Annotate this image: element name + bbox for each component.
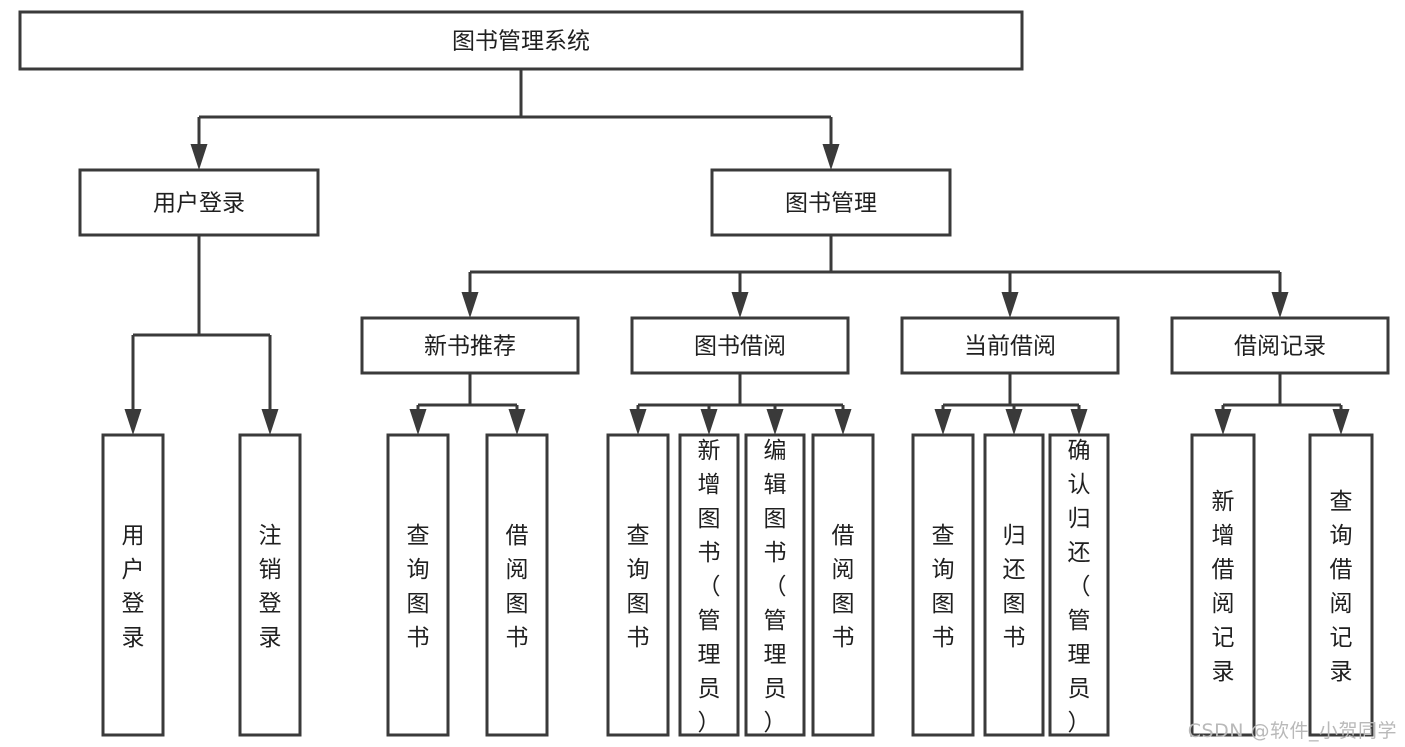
node-box-leaf-query-borrow-record[interactable] bbox=[1308, 433, 1374, 737]
node-user-login[interactable]: 用户登录 bbox=[78, 168, 320, 237]
arrow-head-icon bbox=[1001, 292, 1019, 318]
arrow-head-icon bbox=[261, 409, 279, 435]
node-label-book-management: 图书管理 bbox=[785, 191, 877, 217]
connector-group-book-borrow bbox=[629, 373, 852, 435]
node-label-new-book-recommend: 新书推荐 bbox=[424, 334, 516, 360]
node-book-management[interactable]: 图书管理 bbox=[710, 168, 952, 237]
node-leaf-query-book-3[interactable]: 查询图书 bbox=[911, 433, 975, 737]
node-label-leaf-return-book: 归还图书 bbox=[1003, 523, 1026, 651]
node-box-leaf-add-book[interactable] bbox=[678, 433, 740, 737]
node-leaf-user-login[interactable]: 用户登录 bbox=[101, 433, 165, 737]
connector-group-user-login bbox=[124, 235, 279, 435]
node-box-leaf-query-book-3[interactable] bbox=[911, 433, 975, 737]
node-label-leaf-edit-book: 编辑图书（管理员） bbox=[764, 438, 787, 736]
arrow-head-icon bbox=[1070, 409, 1088, 435]
node-box-leaf-user-login[interactable] bbox=[101, 433, 165, 737]
node-label-leaf-query-book-1: 查询图书 bbox=[407, 523, 430, 651]
node-box-leaf-add-borrow-record[interactable] bbox=[1190, 433, 1256, 737]
node-leaf-borrow-book-2[interactable]: 借阅图书 bbox=[811, 433, 875, 737]
arrow-head-icon bbox=[190, 144, 208, 170]
arrow-head-icon bbox=[1271, 292, 1289, 318]
node-box-leaf-return-book[interactable] bbox=[983, 433, 1045, 737]
arrow-head-icon bbox=[1214, 409, 1232, 435]
node-box-current-borrow[interactable] bbox=[900, 316, 1120, 375]
arrow-head-icon bbox=[766, 409, 784, 435]
connector-group-book-management bbox=[461, 235, 1289, 318]
node-leaf-query-book-1[interactable]: 查询图书 bbox=[386, 433, 450, 737]
arrow-head-icon bbox=[124, 409, 142, 435]
node-leaf-user-logout[interactable]: 注销登录 bbox=[238, 433, 302, 737]
arrow-head-icon bbox=[508, 409, 526, 435]
arrow-head-icon bbox=[409, 409, 427, 435]
arrow-head-icon bbox=[629, 409, 647, 435]
node-book-borrow[interactable]: 图书借阅 bbox=[630, 316, 850, 375]
node-new-book-recommend[interactable]: 新书推荐 bbox=[360, 316, 580, 375]
node-root[interactable]: 图书管理系统 bbox=[18, 10, 1024, 71]
arrow-head-icon bbox=[834, 409, 852, 435]
node-leaf-confirm-return[interactable]: 确认归还（管理员） bbox=[1048, 433, 1110, 737]
node-label-leaf-confirm-return: 确认归还（管理员） bbox=[1068, 438, 1091, 736]
node-borrow-record[interactable]: 借阅记录 bbox=[1170, 316, 1390, 375]
node-leaf-borrow-book-1[interactable]: 借阅图书 bbox=[485, 433, 549, 737]
node-label-borrow-record: 借阅记录 bbox=[1234, 334, 1326, 360]
arrow-head-icon bbox=[1005, 409, 1023, 435]
node-box-borrow-record[interactable] bbox=[1170, 316, 1390, 375]
node-box-book-management[interactable] bbox=[710, 168, 952, 237]
arrow-head-icon bbox=[700, 409, 718, 435]
node-box-leaf-query-book-2[interactable] bbox=[606, 433, 670, 737]
node-box-leaf-borrow-book-1[interactable] bbox=[485, 433, 549, 737]
node-leaf-add-book[interactable]: 新增图书（管理员） bbox=[678, 433, 740, 737]
node-label-leaf-borrow-book-1: 借阅图书 bbox=[506, 523, 529, 651]
node-label-leaf-borrow-book-2: 借阅图书 bbox=[832, 523, 855, 651]
watermark-label: CSDN @软件_小贺同学 bbox=[1187, 720, 1397, 742]
node-box-leaf-user-logout[interactable] bbox=[238, 433, 302, 737]
node-label-leaf-query-borrow-record: 查询借阅记录 bbox=[1330, 489, 1353, 685]
connector-layer bbox=[124, 69, 1350, 435]
node-box-leaf-query-book-1[interactable] bbox=[386, 433, 450, 737]
node-leaf-query-borrow-record[interactable]: 查询借阅记录 bbox=[1308, 433, 1374, 737]
connector-group-current-borrow bbox=[934, 373, 1088, 435]
node-box-leaf-borrow-book-2[interactable] bbox=[811, 433, 875, 737]
node-box-leaf-confirm-return[interactable] bbox=[1048, 433, 1110, 737]
node-layer: 图书管理系统用户登录图书管理新书推荐图书借阅当前借阅借阅记录用户登录注销登录查询… bbox=[18, 10, 1390, 737]
node-label-leaf-query-book-3: 查询图书 bbox=[932, 523, 955, 651]
connector-group-new-book-recommend bbox=[409, 373, 526, 435]
connector-group-borrow-record bbox=[1214, 373, 1350, 435]
node-box-root[interactable] bbox=[18, 10, 1024, 71]
arrow-head-icon bbox=[461, 292, 479, 318]
connector-group-root bbox=[190, 69, 840, 170]
node-label-book-borrow: 图书借阅 bbox=[694, 334, 786, 360]
arrow-head-icon bbox=[934, 409, 952, 435]
node-label-leaf-user-logout: 注销登录 bbox=[259, 523, 282, 651]
node-label-user-login: 用户登录 bbox=[153, 191, 245, 217]
arrow-head-icon bbox=[822, 144, 840, 170]
node-leaf-edit-book[interactable]: 编辑图书（管理员） bbox=[744, 433, 806, 737]
node-leaf-query-book-2[interactable]: 查询图书 bbox=[606, 433, 670, 737]
node-leaf-return-book[interactable]: 归还图书 bbox=[983, 433, 1045, 737]
arrow-head-icon bbox=[1332, 409, 1350, 435]
arrow-head-icon bbox=[731, 292, 749, 318]
node-box-book-borrow[interactable] bbox=[630, 316, 850, 375]
node-label-current-borrow: 当前借阅 bbox=[964, 334, 1056, 360]
node-box-leaf-edit-book[interactable] bbox=[744, 433, 806, 737]
node-label-leaf-user-login: 用户登录 bbox=[122, 523, 145, 651]
node-current-borrow[interactable]: 当前借阅 bbox=[900, 316, 1120, 375]
node-label-leaf-add-borrow-record: 新增借阅记录 bbox=[1212, 489, 1235, 685]
node-box-new-book-recommend[interactable] bbox=[360, 316, 580, 375]
node-box-user-login[interactable] bbox=[78, 168, 320, 237]
node-label-leaf-add-book: 新增图书（管理员） bbox=[698, 438, 721, 736]
node-leaf-add-borrow-record[interactable]: 新增借阅记录 bbox=[1190, 433, 1256, 737]
node-label-leaf-query-book-2: 查询图书 bbox=[627, 523, 650, 651]
node-label-root: 图书管理系统 bbox=[452, 29, 590, 55]
